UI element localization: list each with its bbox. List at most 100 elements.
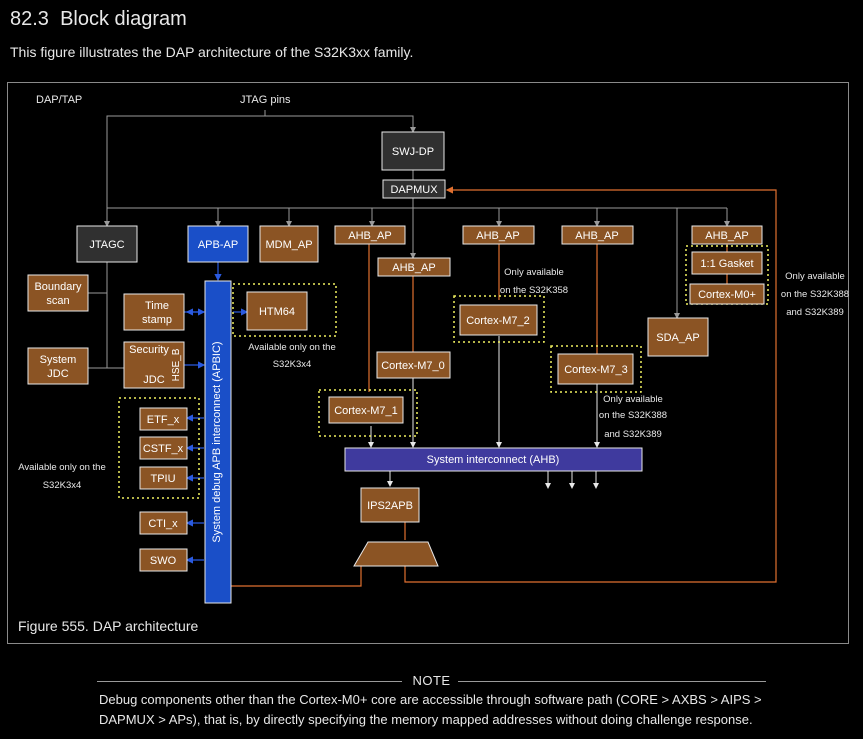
- jtag-pins-label: JTAG pins: [240, 94, 291, 106]
- figure-caption: Figure 555. DAP architecture: [18, 618, 198, 634]
- ahb-ap-m7-2-block: AHB_AP: [462, 225, 535, 245]
- htm64-availability-note: Available only on the S32K3x4: [248, 342, 336, 370]
- svg-text:AHB_AP: AHB_AP: [575, 230, 618, 242]
- cortex-m0-block: Cortex-M0+: [689, 283, 765, 305]
- svg-text:Available only on the: Available only on the: [18, 462, 106, 473]
- svg-text:AHB_AP: AHB_AP: [348, 230, 391, 242]
- dapmux-block: DAPMUX: [382, 179, 446, 199]
- svg-text:JTAGC: JTAGC: [89, 239, 124, 251]
- section-title: Block diagram: [60, 8, 187, 30]
- svg-text:S32K3x4: S32K3x4: [273, 359, 312, 370]
- ahb-wiring: [368, 336, 600, 489]
- svg-text:CTI_x: CTI_x: [148, 518, 178, 530]
- ahb-ap-m7-3-block: AHB_AP: [561, 225, 634, 245]
- htm64-block: HTM64: [246, 291, 308, 331]
- m7-3-availability-note: Only available on the S32K388 and S32K38…: [599, 394, 667, 440]
- mdm-ap-block: MDM_AP: [259, 225, 319, 263]
- mux-trapezoid: [353, 541, 439, 567]
- note-title: NOTE: [412, 673, 451, 688]
- section-heading: 82.3 Block diagram: [10, 8, 187, 31]
- svg-text:SWO: SWO: [150, 555, 177, 567]
- svg-text:1:1 Gasket: 1:1 Gasket: [700, 258, 753, 270]
- jtag-wiring: [88, 110, 730, 369]
- note-divider-right: [458, 681, 766, 682]
- security-jdc-block: Security JDC HSE_B: [123, 341, 185, 389]
- svg-text:MDM_AP: MDM_AP: [265, 239, 312, 251]
- svg-text:on the S32K388: on the S32K388: [781, 289, 849, 300]
- system-jdc-block: System JDC: [27, 347, 89, 385]
- ahb-interconnect-bar: System interconnect (AHB): [344, 447, 643, 472]
- svg-text:Security: Security: [129, 344, 169, 356]
- availability-outlines: [118, 245, 769, 499]
- svg-text:DAPMUX: DAPMUX: [390, 184, 438, 196]
- svg-text:AHB_AP: AHB_AP: [392, 262, 435, 274]
- svg-text:on the S32K358: on the S32K358: [500, 285, 568, 296]
- sda-ap-block: SDA_AP: [647, 317, 709, 357]
- svg-text:IPS2APB: IPS2APB: [367, 500, 413, 512]
- boundary-scan-block: Boundary scan: [27, 274, 89, 312]
- cstf-x-block: CSTF_x: [139, 436, 188, 460]
- m0-availability-note: Only available on the S32K388 and S32K38…: [781, 271, 849, 318]
- swo-block: SWO: [139, 548, 188, 572]
- gasket-block: 1:1 Gasket: [691, 251, 763, 275]
- section-number: 82.3: [10, 8, 49, 30]
- cortex-m7-0-block: Cortex-M7_0: [376, 351, 451, 379]
- svg-text:Boundary: Boundary: [34, 281, 82, 293]
- svg-text:scan: scan: [46, 295, 69, 307]
- etf-x-block: ETF_x: [139, 407, 188, 431]
- svg-text:Time: Time: [145, 300, 169, 312]
- svg-text:TPIU: TPIU: [150, 473, 175, 485]
- svg-text:and S32K389: and S32K389: [604, 429, 662, 440]
- ips2apb-block: IPS2APB: [360, 487, 420, 523]
- svg-text:Cortex-M0+: Cortex-M0+: [698, 289, 756, 301]
- svg-text:Only available: Only available: [603, 394, 663, 405]
- svg-text:Available only on the: Available only on the: [248, 342, 336, 353]
- svg-text:SDA_AP: SDA_AP: [656, 332, 699, 344]
- svg-text:Cortex-M7_1: Cortex-M7_1: [334, 405, 398, 417]
- diagram-frame: [7, 82, 849, 644]
- svg-text:System: System: [40, 354, 77, 366]
- debug-paths: [218, 186, 777, 587]
- svg-text:AHB_AP: AHB_AP: [476, 230, 519, 242]
- ahb-ap-m7-0-block: AHB_AP: [377, 257, 451, 277]
- trace-availability-note: Available only on the S32K3x4: [18, 462, 106, 491]
- svg-text:Only available: Only available: [785, 271, 845, 282]
- svg-text:S32K3x4: S32K3x4: [43, 480, 82, 491]
- svg-text:and S32K389: and S32K389: [786, 307, 844, 318]
- svg-text:Cortex-M7_3: Cortex-M7_3: [564, 364, 628, 376]
- jtagc-block: JTAGC: [76, 225, 138, 263]
- apb-ap-block: APB-AP: [187, 225, 249, 263]
- ahb-ap-m7-1-block: AHB_AP: [334, 225, 406, 245]
- cortex-m7-2-block: Cortex-M7_2: [459, 304, 538, 336]
- cortex-m7-3-block: Cortex-M7_3: [557, 353, 634, 385]
- svg-text:AHB_AP: AHB_AP: [705, 230, 748, 242]
- dap-tap-label: DAP/TAP: [36, 94, 82, 106]
- svg-text:Cortex-M7_0: Cortex-M7_0: [381, 360, 445, 372]
- svg-text:SWJ-DP: SWJ-DP: [392, 146, 434, 158]
- svg-text:on the S32K388: on the S32K388: [599, 410, 667, 421]
- apbic-bar: System debug APB interconnect (APBIC): [204, 280, 232, 604]
- svg-text:System interconnect (AHB): System interconnect (AHB): [427, 454, 560, 466]
- svg-text:JDC: JDC: [47, 368, 68, 380]
- swj-dp-block: SWJ-DP: [381, 131, 445, 171]
- note-divider-left: [97, 681, 402, 682]
- intro-text: This figure illustrates the DAP architec…: [10, 44, 414, 60]
- m7-2-availability-note: Only available on the S32K358: [500, 267, 568, 296]
- svg-text:ETF_x: ETF_x: [147, 414, 180, 426]
- apbic-connections: [183, 262, 249, 564]
- svg-text:System debug APB interconnect: System debug APB interconnect (APBIC): [211, 341, 223, 542]
- svg-text:Cortex-M7_2: Cortex-M7_2: [466, 315, 530, 327]
- hse-b-label: HSE_B: [171, 348, 182, 381]
- ahb-ap-m0-block: AHB_AP: [691, 225, 763, 245]
- time-stamp-block: Time stamp: [123, 293, 185, 331]
- svg-text:stamp: stamp: [142, 314, 172, 326]
- note-text: Debug components other than the Cortex-M…: [99, 692, 762, 727]
- svg-text:JDC: JDC: [143, 374, 164, 386]
- cti-x-block: CTI_x: [139, 511, 188, 535]
- svg-text:Only available: Only available: [504, 267, 564, 278]
- svg-text:APB-AP: APB-AP: [198, 239, 238, 251]
- tpiu-block: TPIU: [139, 466, 188, 490]
- svg-text:HTM64: HTM64: [259, 306, 295, 318]
- cortex-m7-1-block: Cortex-M7_1: [328, 396, 404, 424]
